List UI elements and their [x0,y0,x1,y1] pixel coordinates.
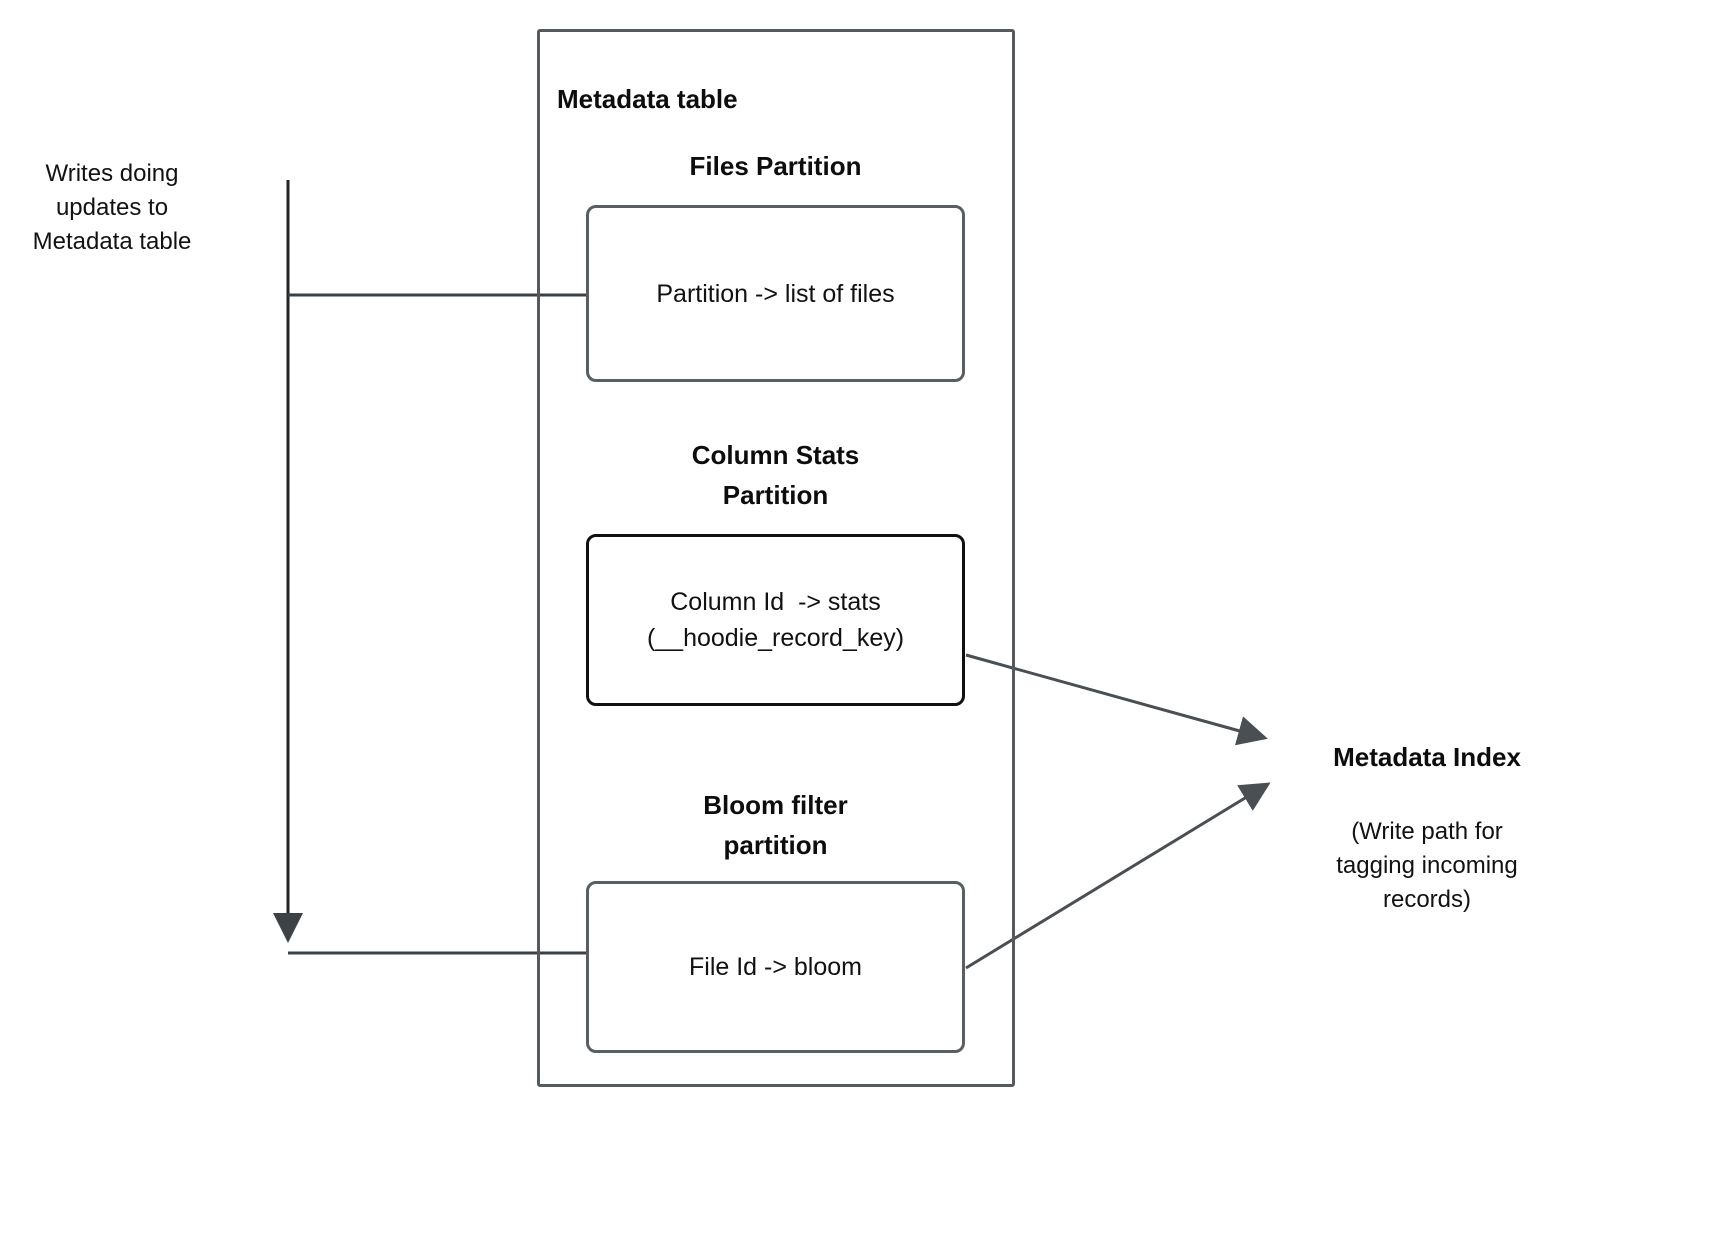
files-partition-heading: Files Partition [586,146,965,186]
metadata-index-title: Metadata Index [1333,742,1521,772]
writes-annotation-line-2: updates to [55,194,169,221]
metadata-index-caption-line-1: (Write path for [1351,818,1503,845]
files-partition-box-text: Partition -> list of files [656,279,895,308]
bloom-filter-partition-heading: Bloom filter partition [586,785,965,865]
metadata-table-container [537,29,1015,1087]
files-partition-box: Partition -> list of files [586,205,965,382]
column-stats-partition-heading: Column Stats Partition [586,435,965,515]
bloom-filter-partition-heading-line-2: partition [723,830,828,860]
metadata-index-caption-line-3: records) [1382,886,1472,913]
metadata-index-caption: (Write path for tagging incoming records… [1297,815,1557,917]
metadata-index-caption-line-2: tagging incoming [1336,852,1518,879]
column-stats-partition-heading-line-2: Partition [722,480,829,510]
writes-annotation-line-3: Metadata table [32,228,192,255]
bloom-filter-partition-box: File Id -> bloom [586,881,965,1053]
metadata-table-title: Metadata table [557,84,738,114]
column-stats-partition-heading-line-1: Column Stats [691,440,860,470]
column-stats-partition-box-text: Column Id -> stats (__hoodie_record_key) [646,588,905,652]
writes-annotation: Writes doing updates to Metadata table [8,157,216,259]
bloom-filter-partition-heading-line-1: Bloom filter [703,790,848,820]
writes-annotation-line-1: Writes doing [45,160,179,187]
files-partition-heading-line-1: Files Partition [689,151,862,181]
column-stats-partition-box: Column Id -> stats (__hoodie_record_key) [586,534,965,706]
bloom-filter-partition-box-text: File Id -> bloom [689,953,862,981]
